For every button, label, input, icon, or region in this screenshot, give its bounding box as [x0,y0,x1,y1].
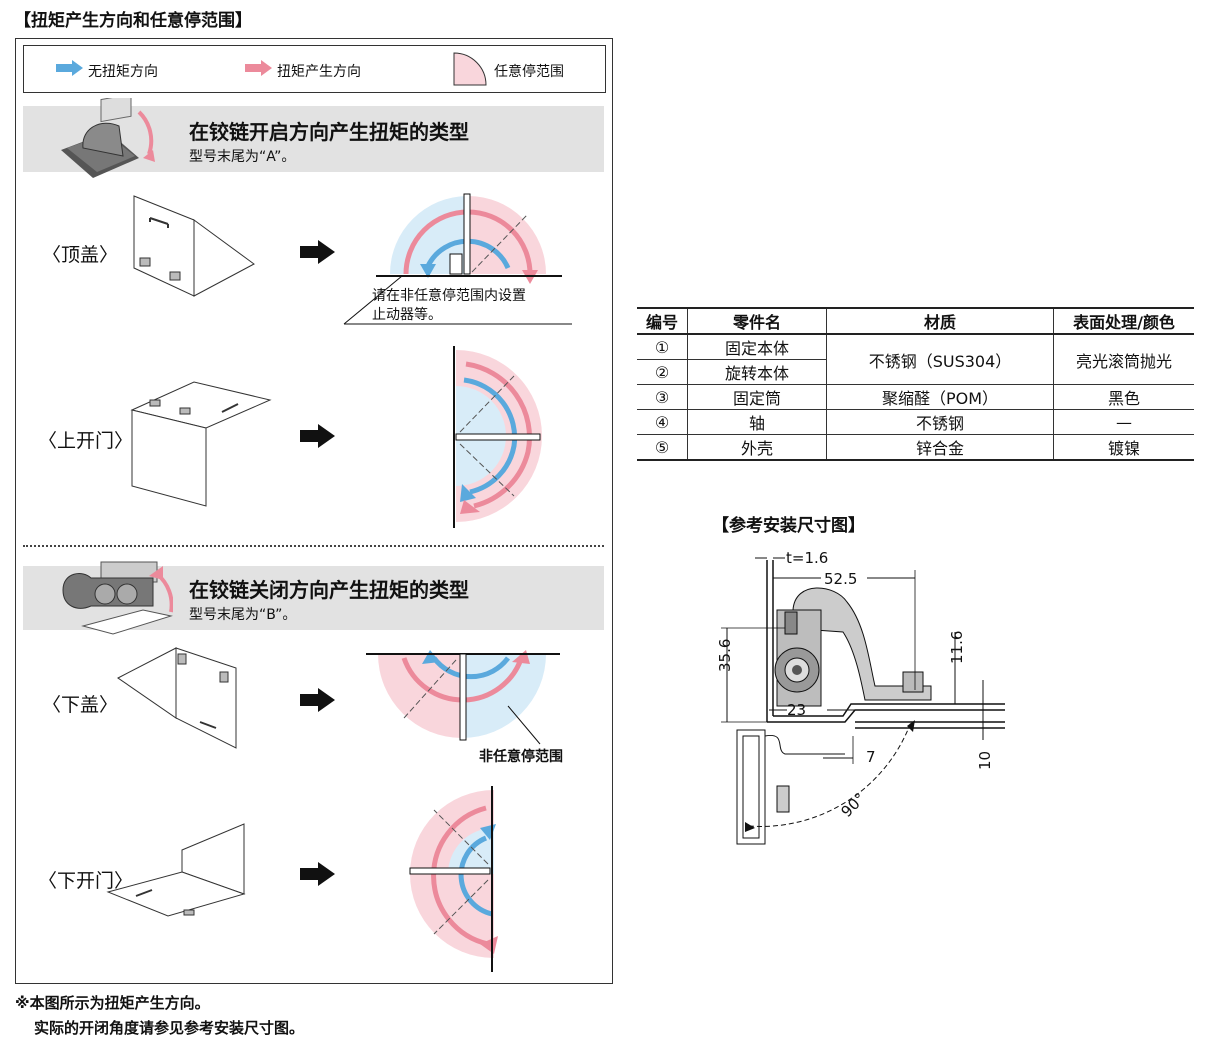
row-no: ③ [637,384,688,410]
dim-10: 10 [976,750,994,770]
install-drawing [721,557,1005,845]
divider [23,545,604,547]
top-lid-illustration [133,195,255,297]
col-no: 编号 [637,307,688,335]
row-no: ① [637,333,688,360]
top-lid-label: 〈顶盖〉 [42,244,119,266]
row-finish: 镀镍 [1053,434,1194,461]
arrow-right-icon [300,240,335,264]
row-name: 旋转本体 [687,359,827,385]
stopper-note-1: 请在非任意停范围内设置 [372,288,526,304]
bottom-door-label: 〈下开门〉 [38,870,134,892]
top-lid-rotation-diagram [343,193,572,325]
non-free-stop-label: 非任意停范围 [479,749,563,765]
install-title: 【参考安装尺寸图】 [712,516,865,536]
torque-panel [15,38,613,984]
row-name: 固定筒 [687,384,827,410]
row-no: ⑤ [637,434,688,461]
row-finish: 亮光滚筒抛光 [1053,333,1194,385]
type-a-title: 在铰链开启方向产生扭矩的类型 [189,120,469,144]
bottom-lid-label: 〈下盖〉 [42,694,119,716]
bottom-lid-rotation-diagram [366,650,560,745]
row-material: 不锈钢（SUS304） [826,333,1054,385]
type-b-subtitle: 型号末尾为“B”。 [189,607,297,623]
col-name: 零件名 [687,307,827,335]
arrow-right-icon-2 [300,424,335,448]
dim-23: 23 [787,701,807,719]
quarter-circle-icon [453,52,487,86]
dim-t: t=1.6 [786,549,829,567]
legend-torque: 扭矩产生方向 [277,64,361,80]
top-door-illustration [130,381,272,507]
pink-arrow-icon [245,60,272,76]
col-finish: 表面处理/颜色 [1053,307,1194,335]
parts-table: 编号 零件名 材质 表面处理/颜色 ① 固定本体 不锈钢（SUS304） 亮光滚… [637,307,1194,461]
row-no: ② [637,359,688,385]
bottom-door-illustration [106,823,246,917]
row-material: 锌合金 [826,434,1054,461]
dim-52-5: 52.5 [824,570,858,588]
hinge-b-icon [62,561,173,635]
type-b-band: 在铰链关闭方向产生扭矩的类型 型号末尾为“B”。 [23,561,604,635]
top-door-rotation-diagram [453,346,542,528]
footnote-2: 实际的开闭角度请参见参考安装尺寸图。 [34,1019,305,1037]
table-row: ① 固定本体 不锈钢（SUS304） 亮光滚筒抛光 [637,333,1194,385]
bottom-door-rotation-diagram [409,786,498,972]
table-row: ③ 固定筒 聚缩醛（POM） 黑色 [637,384,1194,410]
dim-11-6: 11.6 [948,630,966,664]
blue-arrow-icon [56,60,83,76]
stopper-note-2: 止动器等。 [372,307,442,323]
col-material: 材质 [826,307,1054,335]
section-title: 【扭矩产生方向和任意停范围】 [14,11,252,31]
top-door-label: 〈上开门〉 [38,430,134,452]
type-a-subtitle: 型号末尾为“A”。 [189,149,296,165]
row-name: 轴 [687,409,827,435]
footnote-1: ※本图所示为扭矩产生方向。 [15,994,210,1012]
legend: 无扭矩方向 扭矩产生方向 任意停范围 [23,45,606,93]
arrow-right-icon-4 [300,862,335,886]
bottom-lid-illustration [117,647,237,749]
legend-free-stop: 任意停范围 [494,64,564,80]
row-finish: — [1053,409,1194,435]
table-row: ④ 轴 不锈钢 — [637,409,1194,435]
legend-no-torque: 无扭矩方向 [88,64,158,80]
dim-7: 7 [866,748,876,766]
row-no: ④ [637,409,688,435]
type-a-band: 在铰链开启方向产生扭矩的类型 型号末尾为“A”。 [23,98,604,178]
type-b-title: 在铰链关闭方向产生扭矩的类型 [189,578,469,602]
row-name: 固定本体 [687,333,827,360]
hinge-a-icon [61,98,155,178]
row-material: 聚缩醛（POM） [826,384,1054,410]
dim-35-6: 35.6 [716,638,734,672]
arrow-right-icon-3 [300,688,335,712]
table-row: ⑤ 外壳 锌合金 镀镍 [637,434,1194,461]
row-name: 外壳 [687,434,827,461]
row-finish: 黑色 [1053,384,1194,410]
row-material: 不锈钢 [826,409,1054,435]
